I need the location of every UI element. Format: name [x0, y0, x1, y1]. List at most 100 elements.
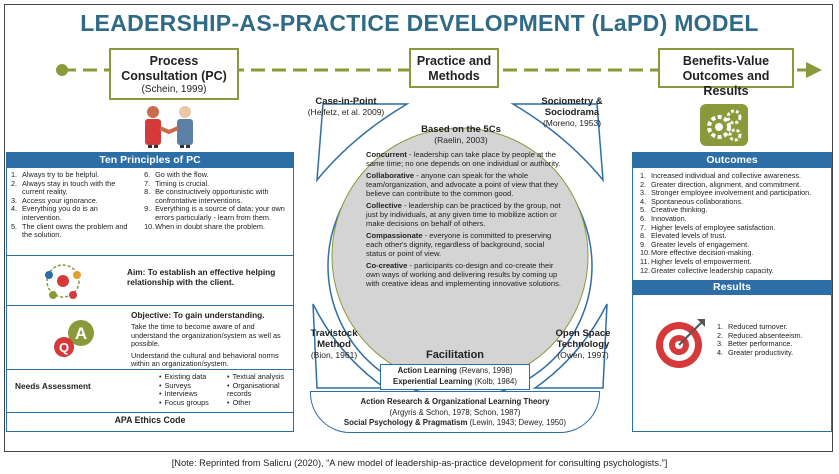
needs-item: Other — [227, 398, 291, 408]
svg-text:A: A — [75, 324, 87, 343]
benefits-header: Benefits-Value Outcomes and Results — [658, 48, 794, 98]
practice-title-1: Practice and — [416, 54, 492, 68]
principle-item-number: 9. — [144, 204, 151, 214]
case-in-point-cite: (Heifetz, et al. 2009) — [307, 107, 385, 117]
principle-item: 8.Be constructively opportunistic with c… — [144, 187, 289, 205]
needs-col-2: Textual analysisOrganisational recordsOt… — [227, 372, 291, 408]
action-learning-term: Action Learning — [397, 366, 457, 375]
outcome-item-text: Greater direction, alignment, and commit… — [651, 179, 802, 189]
benefits-title-1: Benefits-Value — [682, 54, 770, 68]
five-cs-desc: - participants co-design and co-create t… — [366, 261, 562, 288]
open-space-title-2: Technology — [556, 339, 610, 350]
five-cs-desc: - anyone can speak for the whole team/or… — [366, 171, 559, 198]
principle-item-text: Always stay in touch with the current re… — [22, 178, 116, 197]
experiential-learning-term: Experiential Learning — [393, 376, 473, 386]
outcome-item-text: More effective decision-making. — [651, 248, 754, 258]
principle-item-number: 3. — [11, 195, 18, 205]
outcome-item-number: 5. — [640, 205, 647, 215]
sociometry-label: Sociometry & Sociodrama (Moreno, 1953) — [532, 96, 612, 128]
result-item-number: 4. — [717, 347, 724, 357]
open-space-cite: (Owen, 1997) — [557, 350, 609, 360]
tavistock-label: Travistock Method (Bion, 1961) — [304, 328, 364, 360]
experiential-learning-cite: (Kolb, 1984) — [472, 376, 517, 386]
five-cs-term: Compassionate — [366, 231, 423, 240]
outcome-item-number: 12. — [640, 265, 651, 275]
principle-item-text: Always try to be helpful. — [22, 170, 100, 179]
result-item: 1.Reduced turnover. — [717, 323, 827, 332]
outcome-item: 8.Elevated levels of trust. — [640, 232, 826, 241]
result-item-text: Better performance. — [728, 339, 793, 349]
principle-item-text: Access your ignorance. — [22, 195, 98, 205]
needs-item: Textual analysis — [227, 372, 291, 382]
svg-text:Q: Q — [59, 340, 69, 355]
result-item: 2.Reduced absenteeism. — [717, 331, 827, 341]
result-item: 4. Greater productivity. — [717, 347, 827, 358]
principles-columns: 1.Always try to be helpful.2.Always stay… — [7, 168, 293, 255]
outcome-item-number: 1. — [640, 171, 647, 180]
outcome-item: 2.Greater direction, alignment, and comm… — [640, 179, 826, 190]
needs-item: Organisational records — [227, 381, 291, 399]
action-research-term: Action Research & Organizational Learnin… — [360, 397, 550, 406]
facilitation-inner-box: Action Learning (Revans, 1998) Experient… — [380, 364, 530, 390]
principles-col-1: 1.Always try to be helpful.2.Always stay… — [11, 170, 138, 255]
principle-item: 9.Everything is a source of data; your o… — [144, 205, 289, 222]
facilitation-outer-box: Action Research & Organizational Learnin… — [310, 391, 600, 433]
diagram-frame — [4, 4, 833, 452]
apa-ethics-code: APA Ethics Code — [114, 415, 186, 425]
ten-principles-heading: Ten Principles of PC — [7, 153, 293, 168]
principle-item-text: The client owns the problem and the solu… — [22, 221, 128, 240]
principle-item: 1.Always try to be helpful. — [11, 170, 138, 180]
objective-p2: Understand the cultural and behavioral n… — [131, 350, 279, 369]
principle-item: 6.Go with the flow. — [144, 170, 289, 180]
outcome-item-number: 6. — [640, 213, 647, 223]
principle-item: 5.The client owns the problem and the so… — [11, 221, 138, 240]
tavistock-title-1: Travistock — [310, 328, 358, 339]
outcome-item: 11.Higher levels of empowerment. — [640, 256, 826, 267]
outcome-item: 3.Stronger employee involvement and part… — [640, 189, 826, 198]
objective-text: Objective: To gain understanding. Take t… — [131, 310, 293, 369]
needs-col-1: Existing dataSurveysInterviewsFocus grou… — [159, 372, 221, 407]
practice-methods-diagram — [312, 103, 608, 399]
timeline-connector — [56, 62, 822, 78]
outcome-item-number: 11. — [640, 256, 650, 266]
benefits-title-2: Outcomes and Results — [682, 69, 770, 98]
principle-item-text: When in doubt share the problem. — [155, 221, 265, 231]
speech-bubbles-icon: A Q — [54, 320, 94, 357]
outcome-item-text: Greater levels of engagement. — [651, 239, 750, 249]
principle-item-number: 10. — [144, 221, 155, 231]
process-consultation-header: Process Consultation (PC) (Schein, 1999) — [109, 48, 239, 100]
results-list: 1.Reduced turnover.2.Reduced absenteeism… — [717, 323, 827, 357]
result-item: 3.Better performance. — [717, 340, 827, 349]
five-cs-item: Concurrent - leadership can take place b… — [366, 150, 562, 168]
tavistock-cite: (Bion, 1961) — [310, 350, 358, 360]
case-in-point-title: Case-in-Point — [315, 96, 377, 107]
five-cs-term: Collective — [366, 201, 402, 210]
outcome-item: 5.Creative thinking. — [640, 206, 826, 215]
principle-item-number: 4. — [11, 204, 18, 214]
open-space-label: Open Space Technology (Owen, 1997) — [550, 328, 616, 360]
handshake-icon — [145, 106, 193, 148]
outcome-item-number: 10. — [640, 248, 651, 258]
principle-item: 4.Everything you do is an intervention. — [11, 205, 138, 222]
principle-item-number: 8. — [144, 187, 151, 197]
outcome-item-text: Innovation. — [651, 213, 687, 223]
outcome-item-text: Greater collective leadership capacity. — [651, 265, 774, 275]
result-item-text: Greater productivity. — [728, 347, 794, 357]
principle-item-number: 7. — [144, 178, 151, 188]
five-cs-item: Co-creative - participants co-design and… — [366, 261, 562, 288]
objective-section: A Q Objective: To gain understanding. Ta… — [7, 306, 293, 369]
outcome-item-text: Spontaneous collaborations. — [651, 196, 744, 206]
facilitation-label: Facilitation — [425, 349, 485, 361]
sociometry-title-2: Sociodrama — [544, 107, 600, 118]
sociometry-cite: (Moreno, 1953) — [542, 118, 602, 128]
outcome-item-text: Higher levels of employee satisfaction. — [651, 222, 776, 232]
outcome-item-number: 8. — [640, 231, 647, 241]
five-cs-desc: - everyone is committed to preserving ea… — [366, 231, 552, 258]
principle-item-number: 6. — [144, 170, 151, 179]
principles-col-2: 6.Go with the flow.7.Timing is crucial.8… — [144, 170, 289, 255]
ten-principles-panel: Ten Principles of PC 1.Always try to be … — [6, 152, 294, 432]
outcome-item-number: 9. — [640, 239, 647, 249]
outcome-item: 6. Innovation. — [640, 213, 826, 224]
process-title-1: Process — [149, 54, 199, 68]
divider — [7, 412, 293, 413]
